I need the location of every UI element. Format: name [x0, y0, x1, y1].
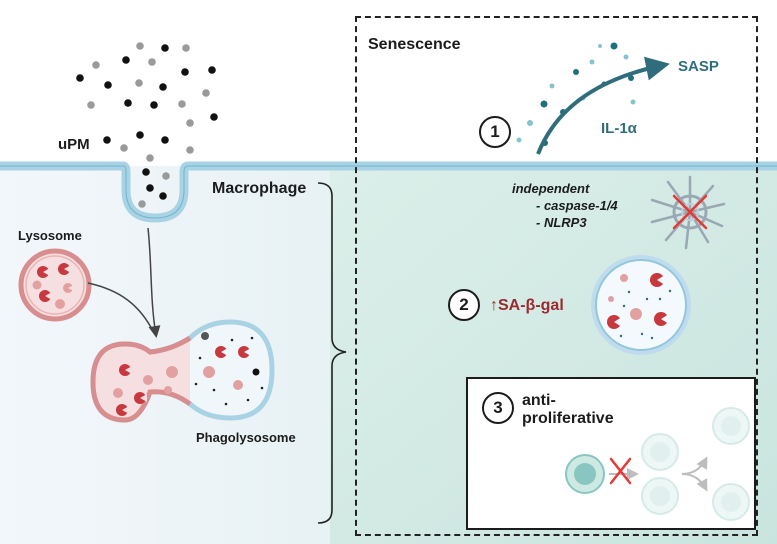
- upm-particles: [76, 42, 218, 208]
- inflammasome-icon: [650, 175, 726, 250]
- phagolysosome: [90, 319, 275, 423]
- antiproliferative-panel: [466, 377, 756, 530]
- sa-beta-gal-lysosome: [591, 255, 691, 355]
- caspase-label: - caspase-1/4: [536, 198, 618, 213]
- cell-division-graphic: [565, 407, 750, 521]
- senescence-box: [355, 16, 758, 536]
- antiproliferative-label-line2: proliferative: [522, 410, 614, 427]
- sa-beta-gal-label: ↑SA-β-gal: [490, 297, 564, 314]
- plasma-membrane-edge: [0, 165, 777, 219]
- sasp-arrow: [536, 56, 670, 155]
- daughter-cells-ghost: [712, 407, 750, 521]
- step-2-marker: 2: [448, 289, 480, 321]
- lysosome-fusion-arrow: [87, 282, 155, 334]
- nlrp3-label: - NLRP3: [536, 215, 587, 230]
- lysosome-label: Lysosome: [18, 228, 82, 243]
- step-1-marker: 1: [479, 116, 511, 148]
- dividing-cell-ghost: [641, 433, 679, 515]
- endocytosis-arrow: [147, 227, 161, 338]
- il1a-label: IL-1α: [601, 120, 637, 137]
- macrophage-brace: [317, 182, 347, 524]
- step-3-marker: 3: [482, 392, 514, 424]
- independent-label: independent: [512, 181, 590, 196]
- senescent-cell-nucleus: [574, 463, 596, 485]
- sasp-label: SASP: [678, 58, 719, 75]
- lysosome: [18, 248, 92, 322]
- senescence-title: Senescence: [368, 36, 461, 53]
- upm-label: uPM: [58, 136, 90, 153]
- division-block-x: [609, 457, 632, 485]
- antiproliferative-label-line1: anti-: [522, 392, 556, 409]
- macrophage-label: Macrophage: [212, 180, 307, 197]
- phagolysosome-label: Phagolysosome: [196, 430, 296, 445]
